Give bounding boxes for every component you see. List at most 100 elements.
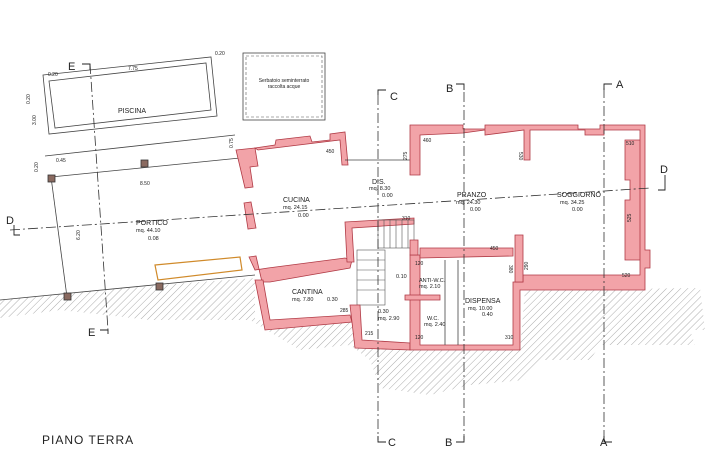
- section-marker: [456, 436, 465, 443]
- dimension-label: 525: [627, 213, 633, 222]
- section-marker: [377, 89, 386, 95]
- room-name-cucina: CUCINA: [283, 197, 310, 204]
- dimension-label: 520: [622, 273, 631, 279]
- terrain-hatch: [0, 278, 705, 395]
- dimension-label: 380: [507, 265, 513, 274]
- dimension-label: 0.75: [229, 138, 235, 148]
- section-label-d: D: [6, 215, 14, 227]
- column: [63, 292, 72, 301]
- portico-outline: [50, 157, 241, 178]
- dimension-label: 7.75: [128, 66, 138, 72]
- dimension-label: 0.20: [48, 72, 58, 78]
- wall: [409, 239, 419, 256]
- room-area-cucina: mq. 24.15: [283, 205, 307, 211]
- section-marker: [13, 225, 20, 236]
- section-label-b: B: [445, 437, 452, 449]
- wall: [253, 131, 349, 166]
- dimension-label: 310: [402, 216, 411, 222]
- section-label-e: E: [88, 327, 95, 339]
- room-area-wc: mq. 2.40: [424, 322, 445, 328]
- section-marker: [456, 83, 465, 90]
- room-name-dis: DIS.: [372, 179, 386, 186]
- section-label-c: C: [388, 437, 396, 449]
- ground-line: [0, 274, 256, 301]
- section-label-e: E: [68, 61, 75, 73]
- tank-inner: [245, 55, 323, 118]
- room-name-wc: W.C.: [427, 316, 439, 322]
- room-level-pranzo: 0.00: [470, 207, 481, 213]
- pool-inner: [48, 62, 212, 129]
- dimension-label: 3.00: [32, 115, 38, 125]
- section-label-b: B: [446, 83, 453, 95]
- wall: [248, 255, 353, 283]
- dimension-label: 530: [517, 152, 523, 161]
- section-label-a: A: [600, 437, 608, 449]
- section-line-e: [89, 63, 109, 331]
- section-marker: [82, 63, 91, 70]
- room-name-soggiorno: SOGGIORNO: [557, 192, 602, 199]
- room-level-cantina: 0.30: [327, 297, 338, 303]
- tank-outline: [242, 52, 326, 121]
- tank-label: raccolta acque: [268, 84, 301, 90]
- dimension-label: 215: [365, 331, 374, 337]
- dimension-label: 120: [415, 335, 424, 341]
- section-line-d: [9, 187, 651, 231]
- section-label-c: C: [390, 91, 398, 103]
- portico-left: [50, 176, 68, 298]
- wall: [409, 124, 651, 351]
- dimension-label: 460: [423, 138, 432, 144]
- dimension-label: 0.20: [26, 94, 32, 104]
- room-area-dispensa: mq. 10.00: [468, 306, 492, 312]
- dimension-label: 120: [415, 261, 424, 267]
- room-name-pranzo: PRANZO: [457, 192, 487, 199]
- dimension-label: 8.50: [140, 181, 150, 187]
- pool-outline: [42, 56, 218, 135]
- section-marker: [377, 436, 386, 443]
- column: [47, 174, 56, 183]
- section-label-a: A: [616, 79, 624, 91]
- section-marker: [603, 436, 612, 443]
- section-marker: [100, 329, 109, 334]
- room-area-anti-wc: mq. 2.10: [419, 284, 440, 290]
- room-level-ripostiglio: 0.30: [378, 309, 389, 315]
- section-label-d: D: [660, 164, 668, 176]
- column: [155, 282, 164, 291]
- wall: [419, 247, 514, 259]
- room-level-cucina: 0.00: [298, 213, 309, 219]
- room-area-pranzo: mq. 24.30: [456, 200, 480, 206]
- tank-label: Serbatoio seminterrato: [259, 78, 310, 84]
- wall: [404, 294, 441, 301]
- room-name-cantina: CANTINA: [292, 289, 323, 296]
- room-name-anti-wc: ANTI-W.C.: [419, 278, 446, 284]
- dimension-label: 285: [340, 308, 349, 314]
- room-level-soggiorno: 0.00: [572, 207, 583, 213]
- room-area-soggiorno: mq. 34.25: [560, 200, 584, 206]
- room-name-piscina: PISCINA: [118, 108, 146, 115]
- dimension-label: 310: [505, 335, 514, 341]
- dimension-label: 0.45: [56, 158, 66, 164]
- room-level-portico: 0.08: [148, 236, 159, 242]
- column: [140, 159, 149, 168]
- dimension-label: 450: [326, 149, 335, 155]
- room-area-dis: mq. 8.30: [369, 186, 390, 192]
- room-level-dispensa: 0.40: [482, 312, 493, 318]
- dimension-label: 0.20: [215, 51, 225, 57]
- room-area-ripostiglio: mq. 2.90: [378, 316, 399, 322]
- room-level-stair: 0.10: [396, 274, 407, 280]
- room-area-cantina: mq. 7.80: [292, 297, 313, 303]
- dimension-label: 275: [403, 151, 409, 160]
- stair: [356, 219, 415, 306]
- dimension-label: 450: [490, 246, 499, 252]
- room-level-dis: 0.00: [382, 193, 393, 199]
- wall: [514, 234, 524, 283]
- section-marker: [603, 83, 612, 90]
- room-name-portico: PORTICO: [136, 220, 168, 227]
- dimension-label: 0.20: [34, 162, 40, 172]
- section-marker: [658, 175, 666, 191]
- dimension-label: 6.20: [76, 230, 82, 240]
- wall: [243, 201, 257, 230]
- wall: [235, 147, 259, 189]
- dimension-label: 510: [626, 141, 635, 147]
